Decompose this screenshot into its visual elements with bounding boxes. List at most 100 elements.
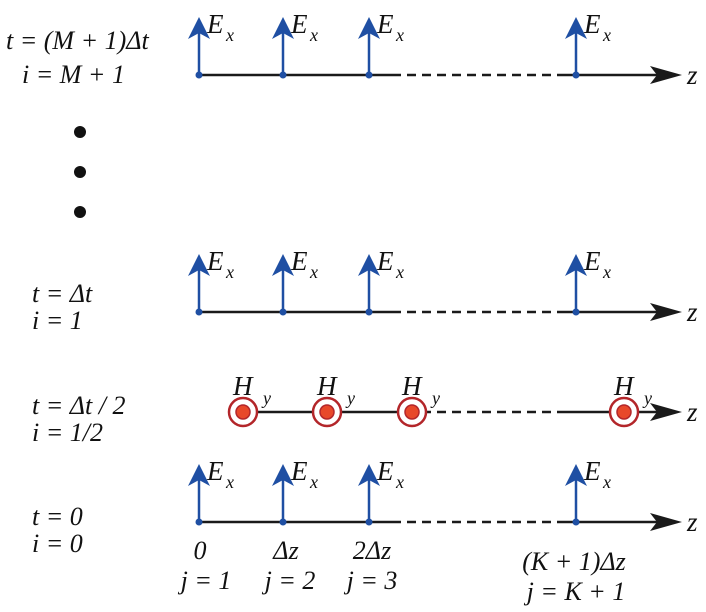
e-field-label: E: [376, 9, 394, 39]
e-field-arrowhead-icon: [188, 254, 210, 276]
axis-arrowhead-icon: [650, 403, 682, 421]
e-field-node: [572, 308, 580, 316]
e-field-label: E: [206, 9, 224, 39]
h-field-dot: [319, 404, 335, 420]
h-field-dot: [616, 404, 632, 420]
e-field-arrowhead-icon: [565, 17, 587, 39]
ellipsis-dot: [74, 206, 86, 218]
e-field-arrowhead-icon: [358, 464, 380, 486]
e-field-node: [195, 518, 203, 526]
z-position-label: 0: [193, 536, 207, 565]
z-position-label: 2Δz: [352, 536, 392, 565]
axis-label: z: [686, 507, 698, 537]
e-field-node: [195, 71, 203, 79]
e-field-node: [279, 308, 287, 316]
time-index-label: i = 1: [32, 306, 83, 335]
axis-arrowhead-icon: [650, 66, 682, 84]
e-field-label: E: [206, 246, 224, 276]
axis-label: z: [686, 297, 698, 327]
h-field-label: H: [613, 371, 635, 401]
ellipsis-dot: [74, 166, 86, 178]
z-position-label: Δz: [273, 536, 299, 565]
axis-arrowhead-icon: [650, 513, 682, 531]
e-field-subscript: x: [309, 262, 318, 282]
e-field-node: [365, 71, 373, 79]
e-field-arrowhead-icon: [565, 254, 587, 276]
e-field-arrowhead-icon: [272, 17, 294, 39]
time-label: t = 0: [32, 502, 83, 531]
axis-label: z: [686, 60, 698, 90]
e-field-subscript: x: [602, 25, 611, 45]
e-field-label: E: [583, 9, 601, 39]
time-index-label: i = 1/2: [32, 418, 103, 447]
j-index-label: j = K + 1: [526, 577, 626, 606]
e-field-label: E: [376, 246, 394, 276]
e-field-node: [279, 518, 287, 526]
e-field-subscript: x: [309, 472, 318, 492]
e-field-label: E: [206, 456, 224, 486]
h-field-label: H: [316, 371, 338, 401]
z-position-label: (K + 1)Δz: [522, 547, 626, 576]
e-field-node: [365, 518, 373, 526]
e-field-node: [195, 308, 203, 316]
e-field-arrowhead-icon: [272, 254, 294, 276]
time-index-label: i = 0: [32, 529, 83, 558]
h-field-subscript: y: [642, 388, 652, 408]
e-field-subscript: x: [395, 25, 404, 45]
j-index-label: j = 1: [180, 566, 232, 595]
e-field-arrowhead-icon: [188, 17, 210, 39]
e-field-subscript: x: [395, 472, 404, 492]
e-field-arrowhead-icon: [188, 464, 210, 486]
e-field-label: E: [583, 246, 601, 276]
time-index-label: i = M + 1: [22, 60, 125, 89]
e-field-node: [279, 71, 287, 79]
e-field-label: E: [376, 456, 394, 486]
h-field-label: H: [232, 371, 254, 401]
j-index-label: j = 3: [346, 566, 398, 595]
time-label: t = Δt / 2: [32, 391, 126, 420]
e-field-node: [365, 308, 373, 316]
e-field-label: E: [290, 9, 308, 39]
e-field-subscript: x: [602, 262, 611, 282]
e-field-node: [572, 518, 580, 526]
e-field-subscript: x: [309, 25, 318, 45]
time-label: t = (M + 1)Δt: [6, 26, 149, 55]
e-field-label: E: [290, 246, 308, 276]
h-field-subscript: y: [261, 388, 271, 408]
e-field-node: [572, 71, 580, 79]
e-field-arrowhead-icon: [272, 464, 294, 486]
h-field-subscript: y: [345, 388, 355, 408]
h-field-dot: [235, 404, 251, 420]
e-field-arrowhead-icon: [358, 17, 380, 39]
h-field-label: H: [401, 371, 423, 401]
e-field-subscript: x: [395, 262, 404, 282]
ellipsis-dot: [74, 126, 86, 138]
h-field-dot: [404, 404, 420, 420]
e-field-arrowhead-icon: [358, 254, 380, 276]
e-field-subscript: x: [225, 25, 234, 45]
axis-arrowhead-icon: [650, 303, 682, 321]
e-field-arrowhead-icon: [565, 464, 587, 486]
j-index-label: j = 2: [264, 566, 316, 595]
e-field-subscript: x: [602, 472, 611, 492]
e-field-subscript: x: [225, 472, 234, 492]
